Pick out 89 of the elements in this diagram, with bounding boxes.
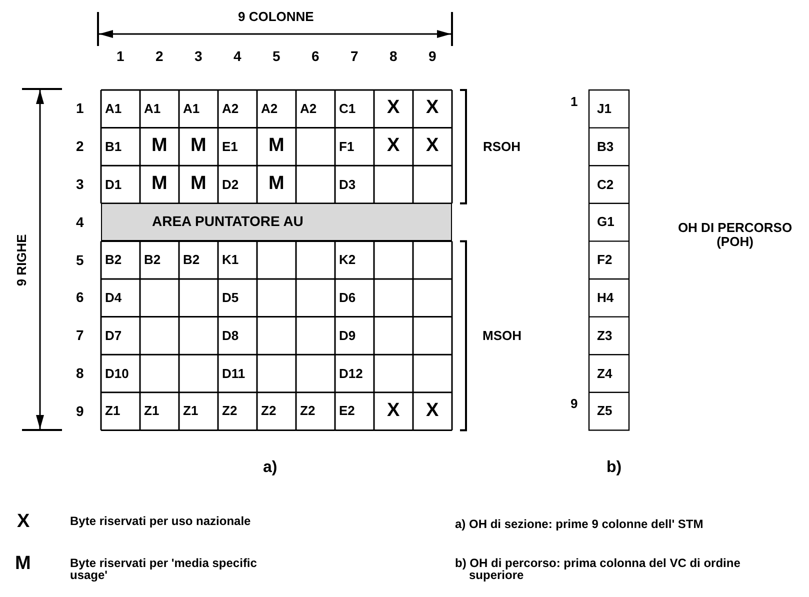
column-number: 6 (312, 48, 320, 64)
byte-label: J1 (597, 102, 612, 116)
column-number: 5 (272, 48, 280, 64)
dimension-label: 9 RIGHE (14, 234, 30, 286)
byte-label: X (387, 136, 400, 158)
byte-label: D1 (105, 178, 122, 192)
byte-label: D9 (339, 328, 356, 343)
byte-label: F2 (597, 253, 612, 268)
byte-label: B3 (597, 140, 614, 154)
byte-label: Z2 (300, 404, 316, 419)
byte-label: F1 (339, 140, 354, 154)
byte-label: D3 (339, 178, 356, 192)
byte-label: A2 (222, 102, 239, 116)
byte-label: M (152, 174, 168, 195)
byte-label: X (426, 136, 439, 158)
panel-label: b) (606, 459, 622, 477)
byte-label: C1 (339, 102, 356, 116)
legend-symbol: X (17, 512, 30, 533)
byte-label: D10 (105, 366, 129, 381)
byte-label: D11 (222, 366, 246, 381)
byte-label: D8 (222, 328, 239, 343)
byte-label: A1 (183, 102, 200, 116)
byte-label: H4 (597, 290, 614, 306)
byte-label: B2 (144, 253, 161, 268)
byte-label: A2 (261, 102, 278, 116)
note-text: a) OH di sezione: prime 9 colonne dell' STM (455, 518, 704, 532)
column-number: 8 (390, 48, 398, 64)
row-number: 1 (76, 101, 84, 117)
panel-label: a) (263, 459, 278, 477)
byte-label: Z1 (183, 404, 198, 419)
byte-label: M (190, 136, 206, 158)
legend-text: Byte riservati per uso nazionale (70, 515, 251, 528)
column-number: 7 (350, 48, 358, 64)
byte-label: B2 (105, 253, 122, 268)
column-number: 1 (116, 48, 124, 64)
byte-label: C2 (597, 178, 614, 192)
legend-symbol: M (15, 554, 31, 575)
row-number: 3 (76, 177, 84, 192)
byte-label: Z1 (144, 404, 160, 419)
byte-label: B1 (105, 140, 122, 154)
pointer-area-band: AREA PUNTATORE AU (101, 203, 452, 242)
column-number: 2 (156, 48, 164, 64)
byte-label: D6 (339, 290, 356, 306)
byte-label: M (268, 136, 284, 158)
byte-label: M (152, 136, 168, 158)
column-number: 4 (234, 48, 242, 64)
row-number: 8 (76, 366, 84, 382)
dimension-label: 9 COLONNE (238, 10, 314, 24)
byte-label: Z3 (597, 328, 612, 343)
section-label: RSOH (483, 140, 521, 154)
column-number: 9 (428, 48, 436, 64)
byte-label: Z2 (222, 404, 238, 419)
section-label: OH DI PERCORSO (POH) (676, 220, 794, 250)
byte-label: M (190, 174, 206, 195)
row-number: 5 (76, 252, 84, 268)
row-number: 9 (570, 397, 578, 412)
byte-label: Z5 (597, 404, 612, 419)
byte-label: D7 (105, 328, 122, 343)
byte-label: X (426, 98, 439, 120)
row-number: 7 (76, 328, 84, 344)
column-number: 3 (194, 48, 202, 64)
byte-label: K2 (339, 253, 356, 268)
row-number: 4 (76, 214, 84, 230)
section-label: MSOH (482, 328, 522, 343)
byte-label: D4 (105, 290, 122, 306)
byte-label: Z4 (597, 366, 612, 381)
byte-label: M (268, 174, 284, 195)
byte-label: X (387, 98, 400, 120)
byte-label: X (426, 400, 439, 422)
byte-label: Z1 (105, 404, 120, 419)
byte-label: G1 (597, 215, 614, 230)
byte-label: Z2 (261, 404, 276, 419)
byte-label: B2 (183, 253, 200, 268)
row-number: 6 (76, 290, 84, 306)
byte-label: A1 (144, 102, 161, 116)
byte-label: E2 (339, 404, 355, 419)
byte-label: A2 (300, 102, 317, 116)
byte-label: A1 (105, 102, 122, 116)
row-number: 9 (76, 404, 84, 420)
byte-label: D2 (222, 178, 239, 192)
byte-label: K1 (222, 253, 239, 268)
byte-label: E1 (222, 140, 238, 154)
legend-text: Byte riservati per 'media specific usage' (70, 557, 258, 581)
byte-label: D5 (222, 290, 239, 306)
row-number: 1 (570, 94, 578, 110)
byte-label: X (387, 400, 400, 422)
note-text: b) OH di percorso: prima colonna del VC di ordine superiore (455, 557, 742, 581)
row-number: 2 (76, 139, 84, 155)
byte-label: D12 (339, 366, 363, 381)
